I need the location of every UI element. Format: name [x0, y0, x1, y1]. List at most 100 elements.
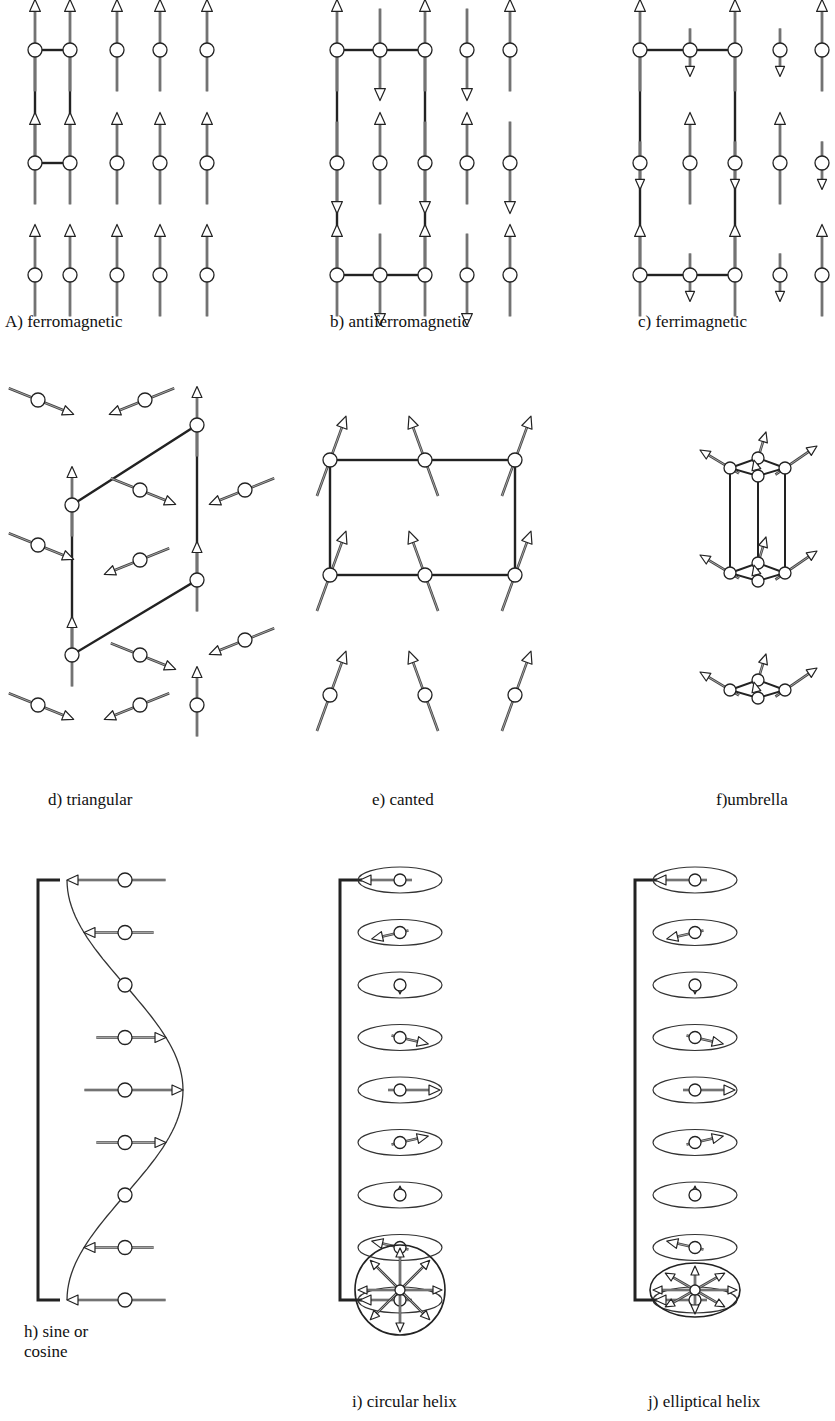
atom-site	[110, 43, 124, 57]
spin-shaft-light	[502, 542, 527, 611]
spin-head	[522, 651, 532, 664]
atom-site	[815, 268, 829, 282]
spin-head	[462, 89, 473, 101]
atom-site	[683, 268, 697, 282]
spin-shaft-light	[413, 662, 438, 731]
spin-head	[635, 0, 646, 11]
period-bracket	[38, 880, 60, 1300]
spin-head	[730, 224, 741, 236]
spin-shaft-light	[317, 662, 342, 731]
spin-head	[155, 224, 166, 236]
rotation-plane	[358, 920, 442, 946]
rotation-plane	[653, 1025, 737, 1051]
spin-head	[818, 179, 827, 189]
spin-shaft-light	[9, 388, 64, 410]
unit-cell	[640, 50, 735, 275]
spin-head	[67, 1295, 78, 1305]
spin-head	[155, 0, 166, 11]
spin-shaft	[9, 388, 64, 410]
spin-head	[685, 112, 696, 124]
spin-shaft-light	[502, 662, 527, 731]
spin-head	[332, 202, 343, 214]
atom-site	[728, 268, 742, 282]
atom-site	[31, 698, 45, 712]
spin-head	[372, 1239, 384, 1249]
atom-site	[330, 268, 344, 282]
spin-shaft	[413, 662, 438, 731]
atom-site	[238, 483, 252, 497]
spin-head	[408, 651, 418, 664]
spin-head	[370, 1260, 379, 1269]
atom-site	[153, 156, 167, 170]
spin-shaft-light	[775, 557, 808, 580]
atom-site	[373, 43, 387, 57]
spin-shaft	[9, 693, 64, 715]
atom-site	[395, 1285, 405, 1295]
spin-head	[202, 0, 213, 11]
unit-cell	[330, 460, 515, 575]
spin-head	[635, 224, 646, 236]
atom-site	[394, 1137, 406, 1149]
spin-head	[686, 291, 695, 301]
spin-head	[731, 179, 740, 189]
structure-caption: e) canted	[372, 790, 434, 810]
spin-shaft	[111, 643, 166, 665]
atom-site	[190, 698, 204, 712]
atom-site	[779, 567, 791, 579]
atom-site	[28, 268, 42, 282]
atom-site	[773, 268, 787, 282]
projection-outline	[355, 1245, 445, 1335]
atom-site	[118, 978, 132, 992]
spin-head	[667, 1239, 679, 1249]
spin-head	[202, 112, 213, 124]
spin-shaft-light	[413, 427, 438, 496]
atom-site	[689, 1242, 701, 1254]
spin-shaft-light	[709, 455, 739, 473]
spin-head	[337, 651, 347, 664]
spin-head	[375, 89, 386, 101]
atom-site	[752, 470, 764, 482]
structure-caption: c) ferrimagnetic	[638, 312, 747, 332]
rotation-plane	[653, 867, 737, 893]
spin-head	[30, 0, 41, 11]
spin-head	[700, 555, 711, 564]
rotation-plane	[653, 920, 737, 946]
spin-head	[636, 179, 645, 189]
spin-shaft	[115, 693, 170, 715]
atom-site	[31, 538, 45, 552]
spin-head	[817, 224, 828, 236]
spin-head	[62, 551, 74, 560]
rotation-plane	[358, 1130, 442, 1156]
atom-site	[689, 874, 701, 886]
spin-head	[192, 387, 202, 398]
spin-head	[715, 1299, 725, 1307]
spin-head	[202, 224, 213, 236]
atom-site	[190, 573, 204, 587]
atom-site	[31, 393, 45, 407]
atom-site	[394, 1084, 406, 1096]
spin-shaft	[775, 674, 808, 697]
spin-head	[691, 1305, 699, 1314]
spin-shaft-light	[220, 478, 275, 500]
spin-head	[420, 1260, 429, 1269]
atom-site	[28, 156, 42, 170]
spin-head	[65, 112, 76, 124]
rotation-plane	[653, 1077, 737, 1103]
atom-site	[118, 1188, 132, 1202]
spin-head	[370, 1310, 379, 1319]
rotation-plane	[358, 1182, 442, 1208]
spin-head	[775, 112, 786, 124]
atom-site	[418, 688, 432, 702]
spin-head	[192, 542, 202, 553]
rotation-plane	[653, 1182, 737, 1208]
spin-head	[522, 531, 532, 544]
atom-site	[724, 684, 736, 696]
spin-shaft	[120, 388, 175, 410]
atom-site	[815, 156, 829, 170]
spin-shaft	[115, 548, 170, 570]
spin-head	[155, 1138, 166, 1148]
spin-head	[65, 0, 76, 11]
atom-site	[508, 568, 522, 582]
atom-site	[200, 156, 214, 170]
spin-head	[337, 531, 347, 544]
